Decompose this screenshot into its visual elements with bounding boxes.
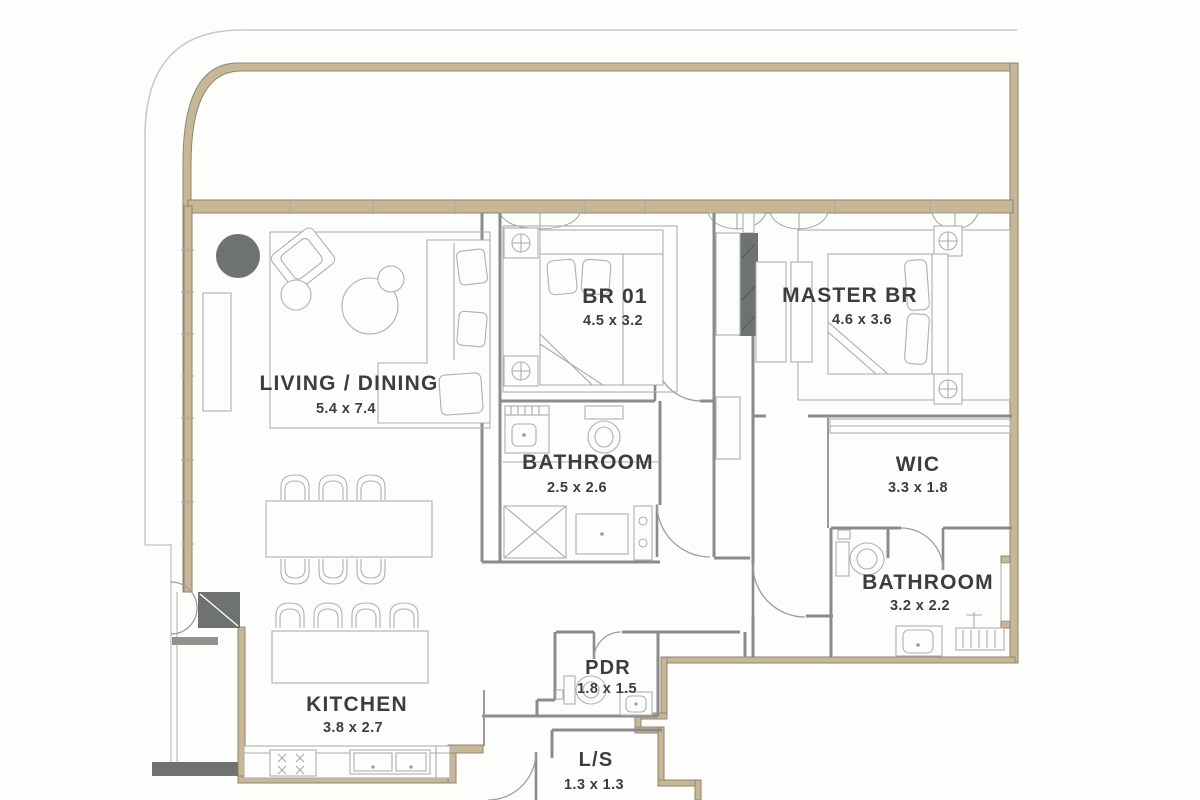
room-dims: 3.8 x 2.7	[323, 720, 383, 736]
top-window-wall	[187, 199, 1014, 214]
room-label-kitchen: KITCHEN 3.8 x 2.7	[306, 693, 408, 736]
bathroom-1-door	[655, 503, 711, 558]
room-dims: 2.5 x 2.6	[547, 480, 607, 496]
room-label-bathroom-1: BATHROOM 2.5 x 2.6	[522, 451, 654, 496]
br01-wardrobe	[715, 232, 741, 336]
property-line	[144, 29, 1017, 762]
room-dims: 4.5 x 3.2	[583, 313, 643, 329]
room-name: BR 01	[582, 285, 648, 308]
room-dims: 3.3 x 1.8	[888, 480, 948, 496]
toilet	[563, 675, 607, 705]
island	[271, 630, 429, 684]
room-dims: 4.6 x 3.6	[832, 312, 892, 328]
curtain-symbols	[499, 212, 979, 230]
window-mullions	[181, 199, 931, 545]
room-label-bathroom-2: BATHROOM 3.2 x 2.2	[862, 571, 994, 614]
room-label-br01: BR 01 4.5 x 3.2	[582, 285, 648, 329]
master-lobby-door	[751, 563, 806, 618]
right-wall	[1009, 62, 1019, 664]
toilet	[835, 541, 885, 577]
room-dims: 3.2 x 2.2	[890, 598, 950, 614]
room-labels: LIVING / DINING 5.4 x 7.4 BR 01 4.5 x 3.…	[259, 284, 994, 793]
room-name: PDR	[585, 657, 631, 679]
round-column	[216, 234, 260, 278]
room-dims: 5.4 x 7.4	[316, 401, 376, 417]
bathroom-1-fixtures	[503, 405, 658, 561]
pouf	[280, 279, 312, 311]
nightstand	[503, 227, 539, 259]
sofa	[377, 239, 491, 424]
sink	[895, 625, 943, 657]
dining-table	[265, 500, 433, 558]
armchair	[270, 227, 336, 291]
toilet	[584, 405, 624, 454]
master-bench	[790, 261, 813, 363]
pdr-fixtures	[555, 675, 653, 716]
columns	[152, 212, 758, 776]
ledge-bar	[152, 762, 238, 776]
room-name: LIVING / DINING	[259, 372, 438, 395]
ledge-band	[172, 637, 218, 645]
room-name: MASTER BR	[782, 284, 918, 307]
bottom-wall	[661, 656, 1016, 664]
coffee-table	[341, 277, 399, 335]
master-furniture	[755, 225, 1011, 405]
room-label-ls: L/S 1.3 x 1.3	[564, 749, 624, 793]
ledge-arc	[170, 581, 198, 635]
washer	[955, 612, 1005, 651]
console	[202, 292, 232, 412]
pdr-door	[592, 631, 622, 660]
room-name: BATHROOM	[522, 451, 654, 474]
br01-bed	[539, 229, 664, 386]
room-label-wic: WIC 3.3 x 1.8	[888, 453, 948, 496]
br01-closet	[715, 396, 741, 460]
room-label-pdr: PDR 1.8 x 1.5	[577, 657, 637, 697]
room-name: L/S	[579, 749, 614, 771]
room-dims: 1.3 x 1.3	[564, 777, 624, 793]
room-name: KITCHEN	[306, 693, 408, 716]
br01-rug	[502, 225, 678, 393]
stove	[269, 749, 317, 777]
living-furniture	[202, 227, 491, 429]
master-bed	[827, 253, 949, 375]
master-wardrobe	[755, 261, 787, 363]
exterior-walls	[182, 62, 1019, 800]
side-vanity	[633, 505, 653, 561]
room-name: BATHROOM	[862, 571, 994, 594]
sink	[619, 691, 653, 716]
bathroom-2-door	[900, 527, 945, 571]
wic-furniture	[829, 418, 1011, 434]
room-dims: 1.8 x 1.5	[577, 681, 637, 697]
shower	[503, 505, 567, 559]
side-table	[377, 265, 405, 293]
left-window-wall	[183, 205, 193, 593]
entry-door	[487, 751, 538, 800]
room-label-master-br: MASTER BR 4.6 x 3.6	[782, 284, 918, 328]
br01-furniture	[502, 225, 741, 460]
kitchen-sink	[349, 749, 431, 775]
wall-column	[739, 233, 758, 336]
bathroom-2-fixtures	[835, 529, 1005, 657]
kitchen-furniture	[243, 474, 451, 779]
room-name: WIC	[896, 453, 940, 476]
room-label-living-dining: LIVING / DINING 5.4 x 7.4	[259, 372, 438, 417]
